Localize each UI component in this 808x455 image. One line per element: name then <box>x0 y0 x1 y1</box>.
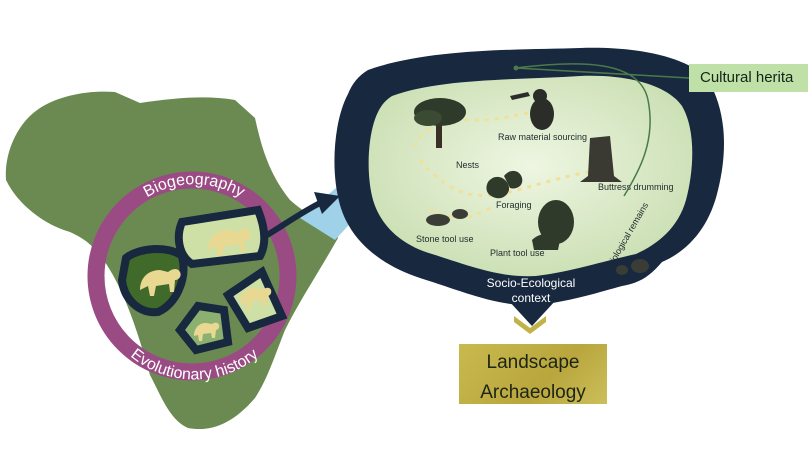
skull-icon <box>616 259 649 275</box>
label-stone-tool-use: Stone tool use <box>416 234 474 244</box>
ape-icon <box>140 269 181 296</box>
stones-icon <box>426 209 468 226</box>
ape-icon <box>240 287 272 310</box>
biogeography-ring <box>87 171 297 381</box>
ape-icon <box>208 229 251 256</box>
foraging-icon <box>486 170 523 199</box>
label-buttress-drumming: Buttress drumming <box>598 182 674 192</box>
habitat-pointer <box>508 300 556 326</box>
socio-ecological-line1: Socio-Ecological <box>487 276 576 290</box>
socio-ecological-line2: context <box>512 291 551 305</box>
label-raw-material-sourcing: Raw material sourcing <box>498 132 587 142</box>
connector-dot <box>513 65 519 71</box>
ape-icon <box>194 322 220 341</box>
stump-icon <box>580 136 622 182</box>
pointer-chevron <box>514 316 546 334</box>
cultural-heritage-box: Cultural herita <box>689 64 808 92</box>
label-plant-tool-use: Plant tool use <box>490 248 545 258</box>
landscape-archaeology-line1: Landscape <box>486 352 580 373</box>
cultural-heritage-label: Cultural herita <box>700 69 794 86</box>
label-foraging: Foraging <box>496 200 532 210</box>
chimpanzee-icon <box>510 89 554 130</box>
habitat-interior <box>368 75 693 277</box>
cultural-heritage-connector <box>515 63 690 197</box>
landscape-archaeology-box: Landscape Archaeology <box>459 344 607 404</box>
tree-icon <box>414 98 466 148</box>
landscape-archaeology-line2: Archaeology <box>480 382 586 403</box>
plant-tool-chimp-icon <box>532 200 574 250</box>
arrow-head <box>314 192 340 214</box>
label-nests: Nests <box>456 160 480 170</box>
